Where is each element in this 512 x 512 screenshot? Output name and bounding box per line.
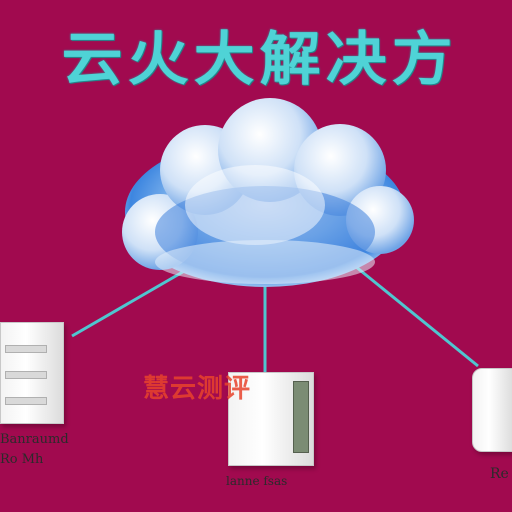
node-label-line: Ro Mh: [0, 451, 44, 467]
title-glyph: 云: [61, 25, 123, 93]
title-glyph: 方: [391, 25, 453, 93]
server-node-right: [472, 368, 512, 452]
node-label-line: Banraumd: [0, 432, 69, 447]
drive-slot: [5, 397, 47, 405]
node-label-right: Re: [490, 466, 509, 482]
connection-line-right: [349, 260, 479, 368]
diagram-title: 云 火 大 解 决 方: [0, 24, 512, 94]
server-node-left: [0, 322, 64, 424]
drive-slot: [5, 371, 47, 379]
server-node-center: [228, 372, 314, 466]
node-label-left: Banraumd Ro Mh: [0, 432, 69, 467]
title-glyph: 解: [259, 25, 321, 93]
title-glyph: 火: [127, 25, 189, 93]
watermark: 慧云测评: [143, 374, 252, 404]
cloud-icon: [122, 98, 414, 287]
node-label-center: lanne fsas: [226, 474, 288, 488]
title-glyph: 决: [325, 25, 387, 93]
drive-slot: [5, 345, 47, 353]
title-glyph: 大: [193, 25, 255, 93]
server-panel: [293, 381, 309, 453]
